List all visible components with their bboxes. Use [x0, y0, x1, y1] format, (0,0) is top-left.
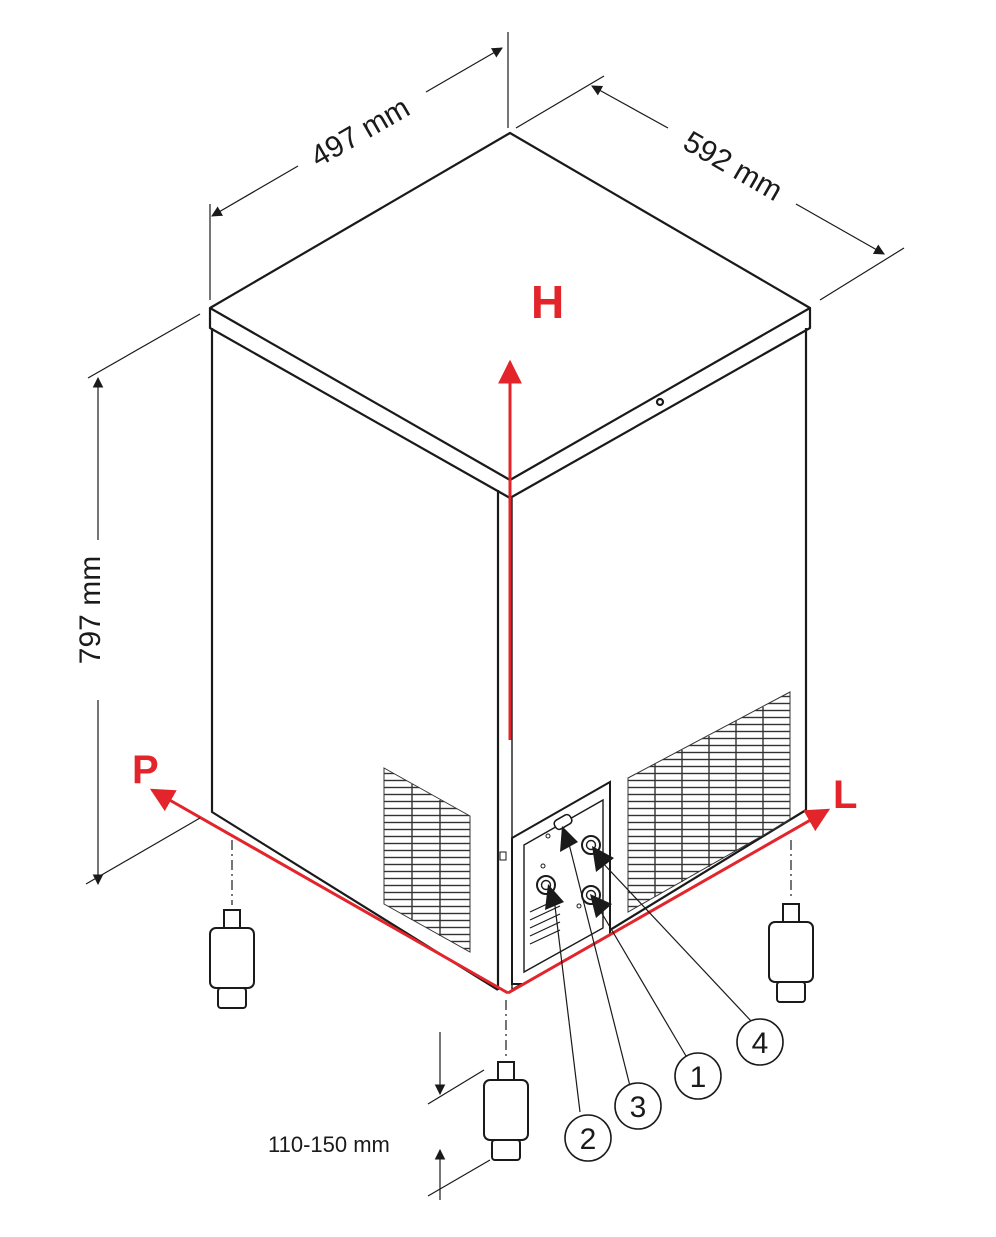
vent-left — [383, 767, 471, 953]
callout-3: 3 — [614, 1082, 662, 1130]
foot-front — [483, 1000, 529, 1161]
lid-screw — [655, 397, 665, 407]
callout-1: 1 — [674, 1052, 722, 1100]
dim-height-label: 797 mm — [74, 556, 107, 664]
axis-label-p: P — [132, 748, 159, 792]
callout-2-number: 2 — [580, 1123, 597, 1156]
dim-foot-label: 110-150 mm — [268, 1132, 390, 1157]
dim-depth-label: 592 mm — [678, 125, 788, 208]
callout-4-number: 4 — [752, 1027, 769, 1060]
vent-right — [627, 691, 791, 913]
callout-arrowheads — [545, 826, 614, 918]
callout-leaders — [553, 835, 753, 1113]
lid-rim-right — [509, 308, 812, 499]
callout-3-number: 3 — [630, 1091, 647, 1124]
dim-width-label: 497 mm — [305, 91, 415, 174]
left-panel-bolt — [499, 851, 507, 861]
left-face-outline — [210, 328, 499, 991]
foot-left — [209, 840, 255, 1009]
dimension-lines — [85, 32, 905, 1200]
axis-p-line — [149, 788, 509, 995]
callout-2: 2 — [564, 1114, 612, 1162]
foot-right — [768, 840, 814, 1003]
lid-rim-left — [208, 308, 511, 499]
axis-label-h: H — [531, 276, 564, 328]
axis-label-l: L — [833, 773, 857, 817]
feet — [209, 840, 814, 1161]
machine-body — [208, 131, 812, 991]
callout-4: 4 — [736, 1018, 784, 1066]
callout-1-number: 1 — [690, 1061, 707, 1094]
